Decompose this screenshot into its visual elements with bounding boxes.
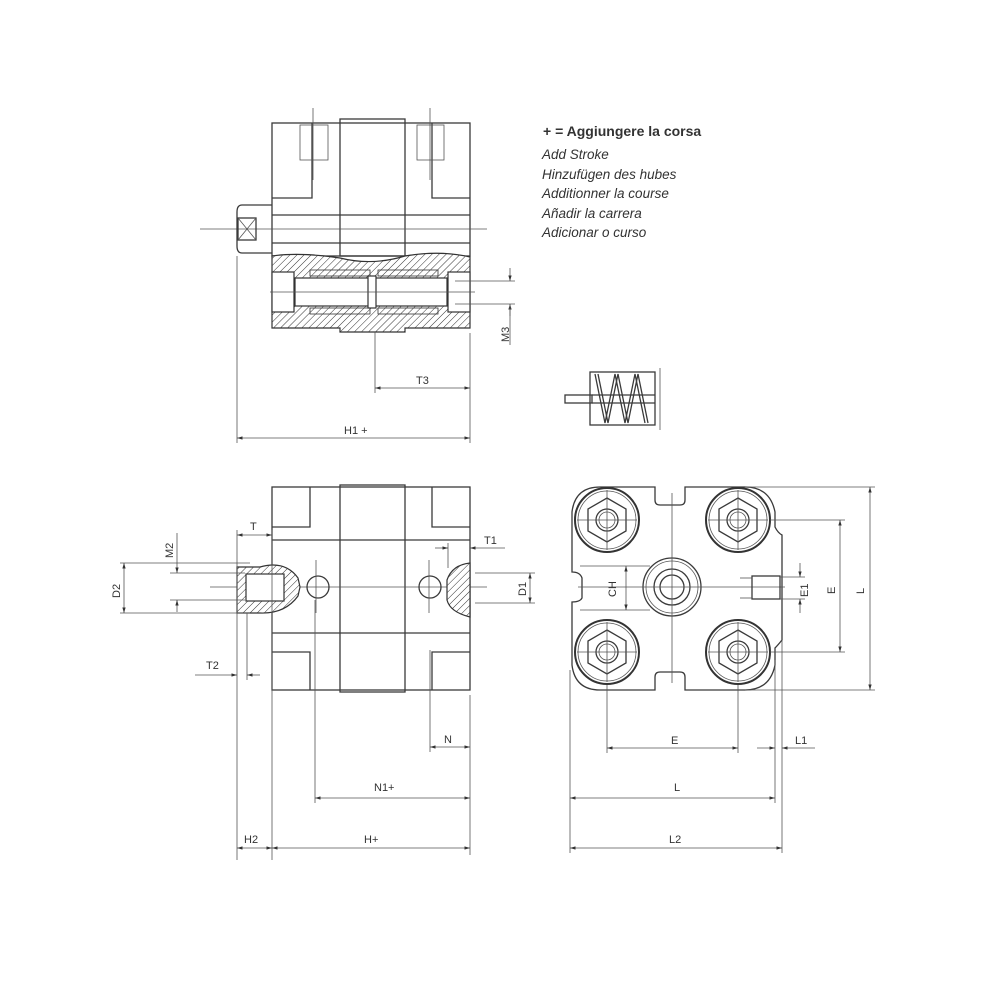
- dim-label-d1: D1: [517, 582, 529, 596]
- dim-label-m2: M2: [164, 543, 176, 558]
- spring-return-icon: [564, 368, 661, 430]
- legend-item-en: Add Stroke: [542, 147, 609, 162]
- dim-label-m3: M3: [500, 327, 512, 342]
- legend-item-fr: Additionner la course: [542, 186, 669, 201]
- dim-label-l-horizontal: L: [674, 782, 680, 794]
- dim-label-h2: H2: [244, 834, 258, 846]
- dim-label-e1: E1: [799, 584, 811, 597]
- dim-label-t3: T3: [416, 375, 429, 387]
- dim-label-l1: L1: [795, 735, 807, 747]
- dim-label-d2: D2: [111, 584, 123, 598]
- dim-label-l-vertical: L: [855, 588, 867, 594]
- front-view-dimensions: CH E1 E L E L1 L L2: [569, 486, 875, 853]
- stroke-legend: + = Aggiungere la corsa Add Stroke Hinzu…: [542, 123, 702, 240]
- dim-label-h1: H1 +: [344, 425, 368, 437]
- dim-label-e-vertical: E: [826, 587, 838, 594]
- legend-item-pt: Adicionar o curso: [542, 225, 647, 240]
- legend-item-de: Hinzufügen des hubes: [542, 166, 677, 182]
- side-view-dimensions: T M2 D2 T2 T1 D1 N N1+ H2 H+: [111, 521, 535, 860]
- dim-label-e-horizontal: E: [671, 735, 678, 747]
- dim-label-t: T: [250, 521, 257, 533]
- dim-label-ch: CH: [607, 581, 619, 597]
- top-view-dimensions: M3 T3 H1 +: [236, 256, 515, 443]
- side-view-cylinder: [210, 484, 487, 693]
- dim-label-t2: T2: [206, 660, 219, 672]
- legend-item-es: Añadir la carrera: [542, 205, 642, 221]
- top-view-cylinder: [200, 108, 487, 333]
- tie-rod-nuts: [574, 487, 771, 685]
- dim-label-t1: T1: [484, 535, 497, 547]
- dim-label-h: H+: [364, 834, 378, 846]
- dim-label-l2: L2: [669, 834, 681, 846]
- legend-heading: + = Aggiungere la corsa: [543, 123, 702, 139]
- dim-label-n1: N1+: [374, 782, 395, 794]
- front-view-cylinder: [571, 486, 785, 691]
- dim-label-n: N: [444, 734, 452, 746]
